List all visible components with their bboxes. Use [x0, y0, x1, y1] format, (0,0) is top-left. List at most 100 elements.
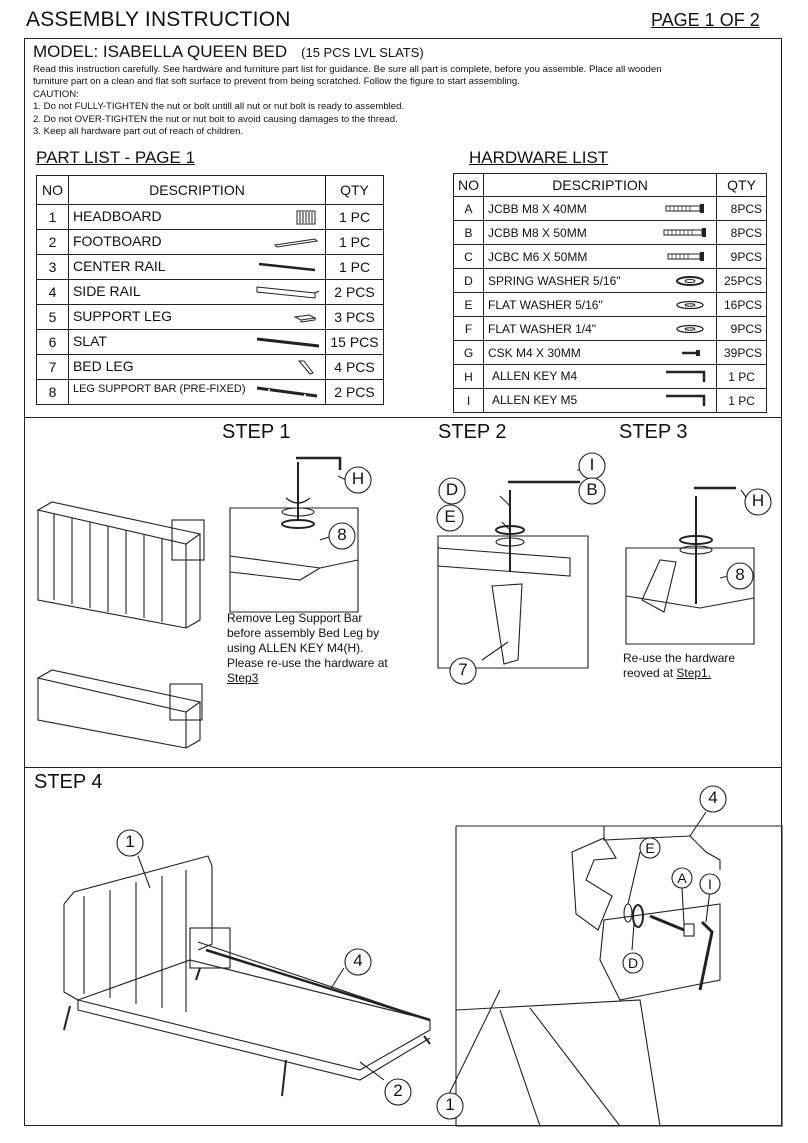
hardware-list-title: HARDWARE LIST: [469, 148, 609, 167]
column-header: DESCRIPTION: [482, 173, 718, 197]
callout-h-circle: [744, 488, 772, 516]
model-heading: MODEL: ISABELLA QUEEN BED(15 PCS LVL SLA…: [33, 42, 424, 62]
hardware-desc-text: ALLEN KEY M4: [492, 368, 578, 383]
flat-washer-icon: [676, 324, 704, 333]
callout-8-circle: [726, 562, 754, 590]
table-row: C JCBC M6 X 50MM 9PCS: [453, 244, 767, 269]
part-desc-text: BED LEG: [72, 358, 134, 374]
slat-count: (15 PCS LVL SLATS): [301, 45, 424, 60]
section-divider: [24, 417, 782, 418]
callout-h-circle: [344, 466, 372, 494]
caution-item: 3. Keep all hardware part out of reach o…: [33, 126, 244, 138]
part-qty: 2 PCS: [325, 279, 384, 305]
hardware-desc-text: CSK M4 X 30MM: [488, 345, 581, 360]
table-row: 8 LEG SUPPORT BAR (PRE-FIXED) 2 PCS: [36, 379, 384, 405]
note-line: Re-use the hardware: [623, 651, 736, 665]
callout-1-label: 1: [445, 1095, 455, 1114]
hardware-desc: SPRING WASHER 5/16": [482, 268, 718, 293]
callout-e-label: E: [645, 840, 655, 856]
hardware-desc-text: JCBB M8 X 50MM: [488, 225, 587, 240]
hardware-no: F: [453, 316, 484, 341]
callout-2-circle: [384, 1078, 412, 1106]
callout-a-label: A: [677, 870, 687, 886]
hardware-desc-text: JCBC M6 X 50MM: [488, 249, 588, 264]
step-3-note: Re-use the hardware reoved at Step1.: [623, 651, 735, 681]
part-desc: HEADBOARD: [67, 204, 327, 230]
hardware-qty: 1 PC: [716, 364, 767, 389]
part-desc-text: CENTER RAIL: [72, 258, 166, 274]
table-row: 6 SLAT 15 PCS: [36, 329, 384, 355]
hardware-desc: ALLEN KEY M5: [482, 388, 718, 413]
footboard-icon: [273, 238, 319, 248]
part-desc: LEG SUPPORT BAR (PRE-FIXED): [67, 379, 327, 405]
step-reference: Step3: [227, 671, 259, 685]
callout-h-label: H: [351, 469, 365, 488]
leg-support-bar-icon: [256, 386, 318, 398]
section-divider: [24, 767, 782, 768]
part-desc-text: FOOTBOARD: [72, 233, 162, 249]
callout-4-circle: [699, 785, 727, 813]
part-desc-text: SUPPORT LEG: [72, 308, 173, 324]
callout-d-circle: [622, 952, 644, 974]
callout-b-label: B: [586, 480, 598, 499]
center-rail-icon: [258, 262, 316, 272]
table-row: D SPRING WASHER 5/16" 25PCS: [453, 268, 767, 293]
step-3-detail: [625, 486, 755, 645]
part-qty: 4 PCS: [325, 354, 384, 380]
part-qty: 3 PCS: [325, 304, 384, 330]
note-line: Remove Leg Support Bar: [227, 611, 363, 625]
callout-e-circle: [639, 837, 661, 859]
table-header-row: NO DESCRIPTION QTY: [453, 173, 767, 197]
callout-1-label: 1: [125, 832, 135, 851]
callout-a-circle: [671, 867, 693, 889]
hardware-qty: 1 PC: [716, 388, 767, 413]
spring-washer-icon: [676, 275, 705, 286]
hardware-qty: 9PCS: [716, 244, 767, 269]
hardware-qty: 8PCS: [716, 220, 767, 245]
hardware-desc: CSK M4 X 30MM: [482, 340, 718, 365]
table-row: I ALLEN KEY M5 1 PC: [453, 388, 767, 413]
intro-line: furniture part on a clean and flat soft …: [33, 76, 520, 88]
table-header-row: NO DESCRIPTION QTY: [36, 175, 384, 205]
part-desc: FOOTBOARD: [67, 229, 327, 255]
part-no: 2: [36, 229, 69, 255]
callout-8-circle: [328, 522, 356, 550]
callout-8-label: 8: [735, 565, 745, 584]
step-4-detail: [455, 825, 783, 1127]
bed-drawing: [63, 855, 431, 1097]
column-header: QTY: [716, 173, 767, 197]
callout-1-circle: [436, 1092, 464, 1120]
table-row: 3 CENTER RAIL 1 PC: [36, 254, 384, 280]
part-desc-text: SLAT: [72, 333, 107, 349]
callout-4-circle: [344, 948, 372, 976]
table-row: G CSK M4 X 30MM 39PCS: [453, 340, 767, 365]
table-row: 5 SUPPORT LEG 3 PCS: [36, 304, 384, 330]
step-2-detail: [437, 480, 589, 669]
note-text: reoved at: [623, 666, 677, 680]
part-list-table: NO DESCRIPTION QTY 1 HEADBOARD 1 PC 2 FO…: [36, 175, 384, 405]
document-title: ASSEMBLY INSTRUCTION: [26, 8, 291, 31]
hardware-desc: FLAT WASHER 5/16": [482, 292, 718, 317]
caution-heading: CAUTION:: [33, 88, 79, 100]
callout-b-circle: [578, 477, 606, 505]
hardware-desc-text: FLAT WASHER 5/16": [488, 297, 603, 312]
hardware-no: A: [453, 196, 484, 221]
bolt-icon: [663, 227, 707, 237]
caution-item: 1. Do not FULLY-TIGHTEN the nut or bolt …: [33, 101, 405, 113]
table-row: 1 HEADBOARD 1 PC: [36, 204, 384, 230]
note-line: reoved at Step1.: [623, 666, 735, 681]
callout-d-label: D: [627, 955, 639, 971]
flat-washer-icon: [676, 300, 704, 309]
screw-icon: [682, 349, 701, 356]
headboard-drawing: [36, 501, 205, 629]
callout-e-label: E: [444, 507, 456, 526]
bolt-icon: [667, 251, 705, 261]
step-1-note: Remove Leg Support Bar before assembly B…: [227, 611, 388, 686]
hardware-desc-text: ALLEN KEY M5: [492, 392, 578, 407]
intro-line: Read this instruction carefully. See har…: [33, 64, 662, 75]
callout-1-circle: [116, 829, 144, 857]
bed-leg-icon: [297, 360, 314, 375]
